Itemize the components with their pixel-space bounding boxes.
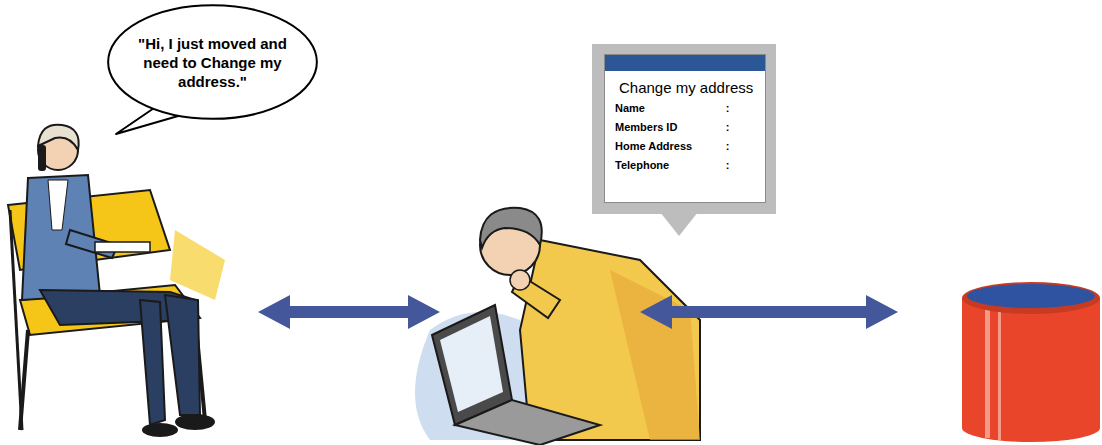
field-colon: : — [726, 102, 755, 114]
double-arrow — [640, 295, 898, 329]
form-callout: Change my addressName: Members ID: Home Ad… — [592, 44, 776, 214]
double-arrow — [258, 295, 440, 329]
field-label: Home Address — [615, 140, 718, 152]
field-label: Telephone — [615, 159, 718, 171]
speech-text: "Hi, I just moved and need to Change my … — [138, 34, 288, 91]
form-fields: Name: Members ID: Home Address: Telephone: — [605, 102, 765, 171]
field-colon: : — [726, 140, 755, 152]
woman-figure — [8, 125, 225, 437]
database-cylinder — [962, 282, 1100, 442]
field-label: Name — [615, 102, 718, 114]
field-colon: : — [726, 121, 755, 133]
title-bar — [605, 55, 765, 71]
form-title: Change my address — [605, 71, 765, 102]
field-label: Members ID — [615, 121, 718, 133]
speech-bubble: "Hi, I just moved and need to Change my … — [106, 4, 319, 120]
man-figure — [415, 208, 700, 445]
field-colon: : — [726, 159, 755, 171]
callout-pointer — [660, 212, 698, 236]
form-window: Change my addressName: Members ID: Home Ad… — [604, 54, 766, 203]
